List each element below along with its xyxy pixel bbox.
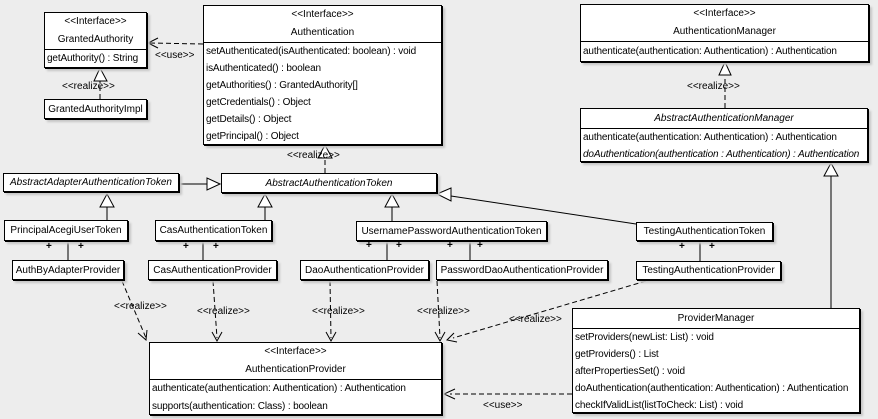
class-username-password-authentication-token[interactable]: UsernamePasswordAuthenticationToken xyxy=(356,221,547,241)
method: authenticate(authentication: Authenticat… xyxy=(152,383,406,394)
association-plus: + xyxy=(709,241,715,252)
use-label: <<use>> xyxy=(483,400,523,411)
association-plus: + xyxy=(477,240,483,251)
class-name: UsernamePasswordAuthenticationToken xyxy=(361,225,542,237)
class-dao-authentication-provider[interactable]: DaoAuthenticationProvider xyxy=(300,260,429,280)
method: getDetails() : Object xyxy=(206,114,292,125)
stereotype-label: <<Interface>> xyxy=(693,8,756,19)
realize-label: <<realize>> xyxy=(417,306,470,317)
association-plus: + xyxy=(213,241,219,252)
method: setProviders(newList: List) : void xyxy=(575,332,714,343)
class-header: AbstractAuthenticationManager xyxy=(581,109,867,128)
class-name: AuthByAdapterProvider xyxy=(15,264,121,276)
class-name: AuthenticationProvider xyxy=(245,364,346,375)
methods-compartment: authenticate(authentication: Authenticat… xyxy=(581,41,868,61)
realize-label: <<realize>> xyxy=(114,301,167,312)
class-name: CasAuthenticationToken xyxy=(159,225,268,236)
association-plus: + xyxy=(78,241,84,252)
association-plus: + xyxy=(679,241,685,252)
class-password-dao-authentication-provider[interactable]: PasswordDaoAuthenticationProvider xyxy=(436,260,608,280)
class-header: ProviderManager xyxy=(573,309,859,328)
association-plus: + xyxy=(366,240,372,251)
association-plus: + xyxy=(396,240,402,251)
class-name: DaoAuthenticationProvider xyxy=(305,264,424,276)
class-name: AbstractAdapterAuthenticationToken xyxy=(10,177,172,188)
methods-compartment: setProviders(newList: List) : void getPr… xyxy=(573,328,859,414)
class-abstract-authentication-token[interactable]: AbstractAuthenticationToken xyxy=(221,173,437,193)
class-auth-by-adapter-provider[interactable]: AuthByAdapterProvider xyxy=(12,260,124,280)
class-name: PrincipalAcegiUserToken xyxy=(10,225,122,236)
class-cas-authentication-token[interactable]: CasAuthenticationToken xyxy=(155,220,272,241)
class-header: <<Interface>> AuthenticationProvider xyxy=(150,343,441,379)
stereotype-label: <<Interface>> xyxy=(291,9,354,20)
class-name: Authentication xyxy=(290,27,355,38)
method: checkIfValidList(listToCheck: List) : vo… xyxy=(575,400,744,411)
association-plus: + xyxy=(447,240,453,251)
method: getAuthority() : String xyxy=(47,53,139,64)
realize-label: <<realize>> xyxy=(687,81,740,92)
class-abstract-adapter-authentication-token[interactable]: AbstractAdapterAuthenticationToken xyxy=(3,173,179,192)
class-testing-authentication-token[interactable]: TestingAuthenticationToken xyxy=(636,222,773,241)
stereotype-label: <<Interface>> xyxy=(64,16,127,27)
realize-label: <<realize>> xyxy=(312,306,365,317)
methods-compartment: authenticate(authentication: Authenticat… xyxy=(150,379,441,416)
realize-label: <<realize>> xyxy=(197,306,250,317)
class-header: <<Interface>> GrantedAuthority xyxy=(45,13,146,49)
method: supports(authentication: Class) : boolea… xyxy=(152,401,328,412)
class-provider-manager[interactable]: ProviderManager setProviders(newList: Li… xyxy=(572,308,860,413)
class-name: PasswordDaoAuthenticationProvider xyxy=(440,264,604,276)
method: doAuthentication(authentication : Authen… xyxy=(583,149,860,160)
class-name: AbstractAuthenticationToken xyxy=(265,177,393,189)
class-authentication[interactable]: <<Interface>> Authentication setAuthenti… xyxy=(203,5,442,145)
method: authenticate(authentication: Authenticat… xyxy=(583,132,837,143)
method: doAuthentication(authentication: Authent… xyxy=(575,383,849,394)
use-label: <<use>> xyxy=(155,50,195,61)
method: setAuthenticated(isAuthenticated: boolea… xyxy=(206,46,417,57)
class-granted-authority[interactable]: <<Interface>> GrantedAuthority getAuthor… xyxy=(44,12,147,68)
method: getPrincipal() : Object xyxy=(206,131,299,142)
class-granted-authority-impl[interactable]: GrantedAuthorityImpl xyxy=(44,99,147,119)
association-plus: + xyxy=(183,241,189,252)
stereotype-label: <<Interface>> xyxy=(264,346,327,357)
realize-label: <<realize>> xyxy=(509,314,562,325)
methods-compartment: setAuthenticated(isAuthenticated: boolea… xyxy=(204,42,441,145)
class-name: ProviderManager xyxy=(677,313,755,324)
class-header: <<Interface>> AuthenticationManager xyxy=(581,5,868,41)
class-name: AbstractAuthenticationManager xyxy=(654,113,794,124)
association-plus: + xyxy=(46,241,52,252)
realize-label: <<realize>> xyxy=(287,150,340,161)
class-name: TestingAuthenticationToken xyxy=(643,226,766,237)
realize-label: <<realize>> xyxy=(62,81,115,92)
method: afterPropertiesSet() : void xyxy=(575,366,685,377)
class-name: TestingAuthenticationProvider xyxy=(642,265,775,276)
class-name: CasAuthenticationProvider xyxy=(153,264,272,276)
method: getCredentials() : Object xyxy=(206,97,311,108)
class-cas-authentication-provider[interactable]: CasAuthenticationProvider xyxy=(148,260,277,280)
class-abstract-authentication-manager[interactable]: AbstractAuthenticationManager authentica… xyxy=(580,108,868,162)
method: isAuthenticated() : boolean xyxy=(206,63,321,74)
method: getProviders() : List xyxy=(575,349,659,360)
methods-compartment: getAuthority() : String xyxy=(45,49,146,68)
class-name: GrantedAuthorityImpl xyxy=(48,103,143,115)
class-name: GrantedAuthority xyxy=(57,34,134,45)
class-authentication-provider[interactable]: <<Interface>> AuthenticationProvider aut… xyxy=(149,342,442,415)
class-header: <<Interface>> Authentication xyxy=(204,6,441,42)
class-principal-acegi-user-token[interactable]: PrincipalAcegiUserToken xyxy=(4,220,128,241)
method: getAuthorities() : GrantedAuthority[] xyxy=(206,80,358,91)
class-name: AuthenticationManager xyxy=(673,26,776,37)
class-authentication-manager[interactable]: <<Interface>> AuthenticationManager auth… xyxy=(580,4,869,62)
method: authenticate(authentication: Authenticat… xyxy=(583,46,837,57)
class-testing-authentication-provider[interactable]: TestingAuthenticationProvider xyxy=(636,261,781,280)
methods-compartment: authenticate(authentication: Authenticat… xyxy=(581,128,867,163)
